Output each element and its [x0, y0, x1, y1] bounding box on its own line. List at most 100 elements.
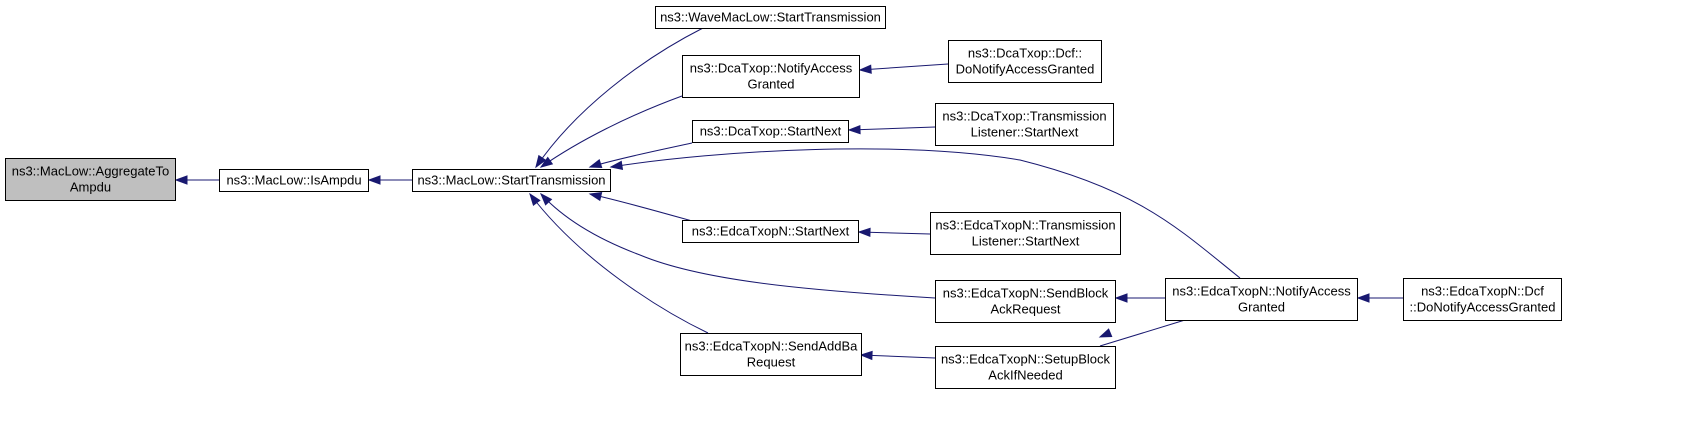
- node-label-line: ns3::EdcaTxopN::NotifyAccess: [1172, 283, 1351, 298]
- node-starttx[interactable]: ns3::MacLow::StartTransmission: [412, 169, 611, 192]
- node-box: [948, 40, 1102, 83]
- node-label-line: Ampdu: [70, 179, 111, 194]
- node-edcadonotify[interactable]: ns3::EdcaTxopN::Dcf::DoNotifyAccessGrant…: [1403, 278, 1562, 321]
- arrow-head-icon: [529, 192, 541, 207]
- edge-line: [860, 354, 936, 359]
- edge-starttx-to-isampdu: [367, 175, 412, 185]
- node-label-line: ::DoNotifyAccessGranted: [1410, 299, 1556, 314]
- edge-edcanotify-to-sendblockack: [1114, 293, 1165, 303]
- edge-line: [858, 231, 931, 235]
- node-label-line: Granted: [748, 76, 795, 91]
- node-dcastartnext[interactable]: ns3::DcaTxop::StartNext: [692, 120, 849, 143]
- edge-edcastartnext-to-starttx: [588, 191, 693, 222]
- arrow-head-icon: [588, 191, 603, 202]
- edge-edcadonotify-to-edcanotify: [1356, 293, 1403, 303]
- edge-edcatlstart-to-edcastartnext: [857, 227, 931, 238]
- node-box: [935, 103, 1114, 146]
- node-label-line: AckIfNeeded: [988, 367, 1062, 382]
- edge-line: [589, 193, 693, 222]
- node-box: [1165, 278, 1358, 321]
- node-label-line: ns3::DcaTxop::NotifyAccess: [690, 60, 853, 75]
- edge-sendblockack-to-starttx: [540, 192, 936, 299]
- node-wavestart[interactable]: ns3::WaveMacLow::StartTransmission: [655, 6, 886, 29]
- node-dcanotify[interactable]: ns3::DcaTxop::NotifyAccessGranted: [682, 55, 860, 98]
- node-box: [219, 169, 369, 192]
- edge-line: [848, 126, 936, 131]
- node-edcastartnext[interactable]: ns3::EdcaTxopN::StartNext: [682, 220, 859, 243]
- node-label-line: ns3::DcaTxop::StartNext: [700, 123, 842, 138]
- edge-line: [529, 193, 709, 334]
- node-edcanotify[interactable]: ns3::EdcaTxopN::NotifyAccessGranted: [1165, 278, 1358, 321]
- arrow-head-icon: [609, 160, 624, 170]
- arrow-head-icon: [539, 156, 554, 168]
- node-box: [682, 220, 859, 243]
- node-label-line: ns3::MacLow::StartTransmission: [417, 172, 605, 187]
- node-box: [935, 280, 1116, 323]
- node-box: [692, 120, 849, 143]
- node-label-line: ns3::EdcaTxopN::StartNext: [692, 223, 850, 238]
- node-box: [930, 212, 1121, 255]
- arrow-head-icon: [1098, 328, 1113, 338]
- node-label-line: ns3::DcaTxop::Dcf::: [968, 45, 1082, 60]
- node-edcatlstart[interactable]: ns3::EdcaTxopN::TransmissionListener::St…: [930, 212, 1121, 255]
- arrow-head-icon: [859, 350, 873, 361]
- node-label-line: ns3::MacLow::IsAmpdu: [226, 172, 361, 187]
- edge-line: [610, 148, 1241, 279]
- arrow-head-icon: [1114, 293, 1128, 303]
- node-isampdu[interactable]: ns3::MacLow::IsAmpdu: [219, 169, 369, 192]
- node-label-line: ns3::EdcaTxopN::SendBlock: [943, 285, 1109, 300]
- node-label-line: Listener::StartNext: [971, 124, 1079, 139]
- arrow-head-icon: [1356, 293, 1370, 303]
- node-dcatlstart[interactable]: ns3::DcaTxop::TransmissionListener::Star…: [935, 103, 1114, 146]
- node-label-line: DoNotifyAccessGranted: [956, 61, 1095, 76]
- arrow-head-icon: [847, 124, 861, 135]
- arrow-head-icon: [858, 64, 872, 74]
- node-label-line: Request: [747, 354, 796, 369]
- edges-layer: [174, 27, 1403, 361]
- node-label-line: ns3::EdcaTxopN::SendAddBa: [685, 338, 858, 353]
- node-label-line: ns3::WaveMacLow::StartTransmission: [660, 9, 881, 24]
- node-label-line: ns3::EdcaTxopN::Transmission: [935, 217, 1115, 232]
- node-box: [680, 333, 862, 376]
- edge-line: [589, 142, 693, 168]
- arrow-head-icon: [857, 227, 871, 238]
- edge-line: [859, 63, 949, 71]
- node-label-line: Listener::StartNext: [972, 233, 1080, 248]
- edge-wavestart-to-starttx: [535, 27, 704, 169]
- node-label-line: Granted: [1238, 299, 1285, 314]
- edge-dcastartnext-to-starttx: [588, 142, 693, 169]
- node-box: [935, 346, 1116, 389]
- edge-line: [540, 95, 683, 168]
- node-label-line: ns3::MacLow::AggregateTo: [12, 163, 170, 178]
- node-dcadonotify[interactable]: ns3::DcaTxop::Dcf::DoNotifyAccessGranted: [948, 40, 1102, 83]
- node-label-line: ns3::EdcaTxopN::Dcf: [1421, 283, 1544, 298]
- edge-line: [535, 27, 704, 168]
- node-label-line: ns3::DcaTxop::Transmission: [942, 108, 1106, 123]
- edge-line: [540, 193, 936, 299]
- node-label-line: AckRequest: [990, 301, 1060, 316]
- node-label-line: ns3::EdcaTxopN::SetupBlock: [941, 351, 1111, 366]
- edge-sendaddba-to-starttx: [529, 192, 709, 334]
- node-box: [682, 55, 860, 98]
- node-box: [412, 169, 611, 192]
- edge-isampdu-to-aggregate: [174, 175, 219, 185]
- edge-dcatlstart-to-dcastartnext: [847, 124, 936, 135]
- arrow-head-icon: [174, 175, 188, 185]
- edge-dcanotify-to-starttx: [539, 95, 683, 168]
- edge-edcanotify-to-starttx: [609, 148, 1241, 279]
- arrow-head-icon: [588, 159, 603, 169]
- edge-dcadonotify-to-dcanotify: [858, 63, 949, 74]
- arrow-head-icon: [535, 154, 547, 169]
- arrow-head-icon: [367, 175, 381, 185]
- node-box: [655, 6, 886, 29]
- edge-setupblockack-to-sendaddba: [859, 350, 936, 361]
- node-box: [5, 158, 176, 201]
- edge-setupblockack-to-edcanotify: [1098, 319, 1186, 347]
- edge-line: [1099, 319, 1186, 347]
